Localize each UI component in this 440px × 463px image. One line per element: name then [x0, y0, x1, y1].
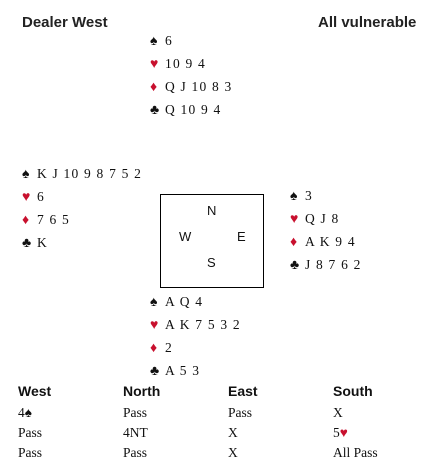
auction-bid: X — [228, 445, 238, 460]
auction-bid: All Pass — [333, 445, 378, 460]
auction-bid: Pass — [123, 405, 148, 420]
north-spades: 6 — [165, 33, 173, 48]
west-hearts: 6 — [37, 189, 45, 204]
west-diamonds: 7 6 5 — [37, 212, 70, 227]
spade-icon: ♠ — [150, 34, 159, 49]
compass-south: S — [207, 255, 216, 270]
east-hand: ♠ 3 ♥ Q J 8 ♦ A K 9 4 ♣ J 8 7 6 2 — [290, 185, 362, 277]
north-hand: ♠ 6 ♥ 10 9 4 ♦ Q J 10 8 3 ♣ Q 10 9 4 — [150, 30, 233, 122]
north-diamonds: Q J 10 8 3 — [165, 79, 233, 94]
club-icon: ♣ — [290, 258, 301, 273]
heart-icon: ♥ — [290, 212, 300, 227]
south-spades: A Q 4 — [165, 294, 204, 309]
diamond-icon: ♦ — [22, 213, 31, 228]
auction-bid: Pass — [18, 445, 43, 460]
auction-bid: X — [333, 405, 343, 420]
club-icon: ♣ — [22, 236, 33, 251]
auction-header-south: South — [333, 383, 373, 399]
west-clubs: K — [37, 235, 48, 250]
auction-row: Pass Pass X All Pass — [10, 443, 430, 463]
compass-east: E — [237, 229, 246, 244]
auction-bid: Pass — [123, 445, 148, 460]
east-hearts: Q J 8 — [305, 211, 340, 226]
club-icon: ♣ — [150, 103, 161, 118]
heart-icon: ♥ — [150, 57, 160, 72]
vulnerability-label: All vulnerable — [318, 14, 417, 31]
dealer-label: Dealer West — [22, 14, 108, 31]
diamond-icon: ♦ — [290, 235, 299, 250]
auction-bid: Pass — [18, 425, 43, 440]
diamond-icon: ♦ — [150, 341, 159, 356]
north-hearts: 10 9 4 — [165, 56, 206, 71]
heart-icon: ♥ — [150, 318, 160, 333]
west-spades: K J 10 9 8 7 5 2 — [37, 166, 143, 181]
east-clubs: J 8 7 6 2 — [305, 257, 362, 272]
spade-icon: ♠ — [22, 167, 31, 182]
heart-icon: ♥ — [22, 190, 32, 205]
compass-north: N — [207, 203, 217, 218]
auction-row: Pass 4NT X 5♥ — [10, 423, 430, 443]
north-clubs: Q 10 9 4 — [165, 102, 222, 117]
south-diamonds: 2 — [165, 340, 173, 355]
south-hand: ♠ A Q 4 ♥ A K 7 5 3 2 ♦ 2 ♣ A 5 3 — [150, 291, 241, 383]
auction-header-row: West North East South — [10, 383, 430, 403]
auction-header-east: East — [228, 383, 258, 399]
south-hearts: A K 7 5 3 2 — [165, 317, 241, 332]
diamond-icon: ♦ — [150, 80, 159, 95]
auction-header-north: North — [123, 383, 161, 399]
auction-bid: 4♠ — [18, 405, 32, 420]
auction-bid: 4NT — [123, 425, 148, 440]
spade-icon: ♠ — [150, 295, 159, 310]
auction-bid: X — [228, 425, 238, 440]
east-spades: 3 — [305, 188, 313, 203]
east-diamonds: A K 9 4 — [305, 234, 356, 249]
club-icon: ♣ — [150, 364, 161, 379]
compass-west: W — [179, 229, 192, 244]
west-hand: ♠ K J 10 9 8 7 5 2 ♥ 6 ♦ 7 6 5 ♣ K — [22, 163, 152, 255]
auction-bid: Pass — [228, 405, 253, 420]
auction-header-west: West — [18, 383, 52, 399]
auction-bid: 5♥ — [333, 425, 348, 440]
auction-row: 4♠ Pass Pass X — [10, 403, 430, 423]
south-clubs: A 5 3 — [165, 363, 201, 378]
compass-box: N W E S — [160, 194, 264, 288]
spade-icon: ♠ — [290, 189, 299, 204]
auction-table: West North East South 4♠ Pass Pass X Pas… — [10, 383, 430, 463]
